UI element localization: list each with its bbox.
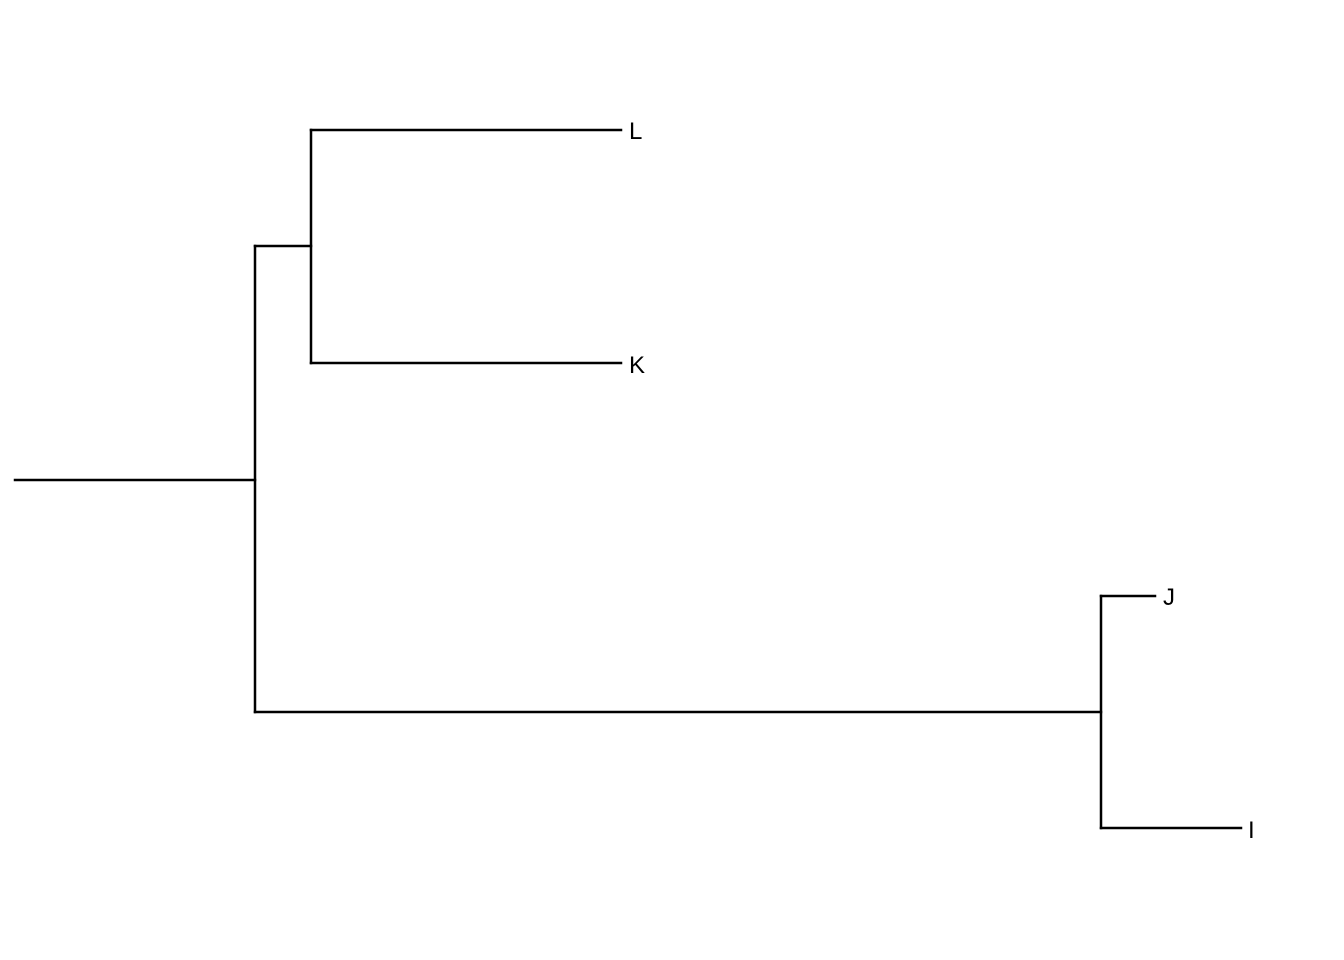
tip-label-K: K (629, 352, 645, 379)
tip-label-I: I (1248, 817, 1255, 844)
tip-label-J: J (1163, 584, 1175, 611)
tip-label-L: L (629, 118, 642, 145)
